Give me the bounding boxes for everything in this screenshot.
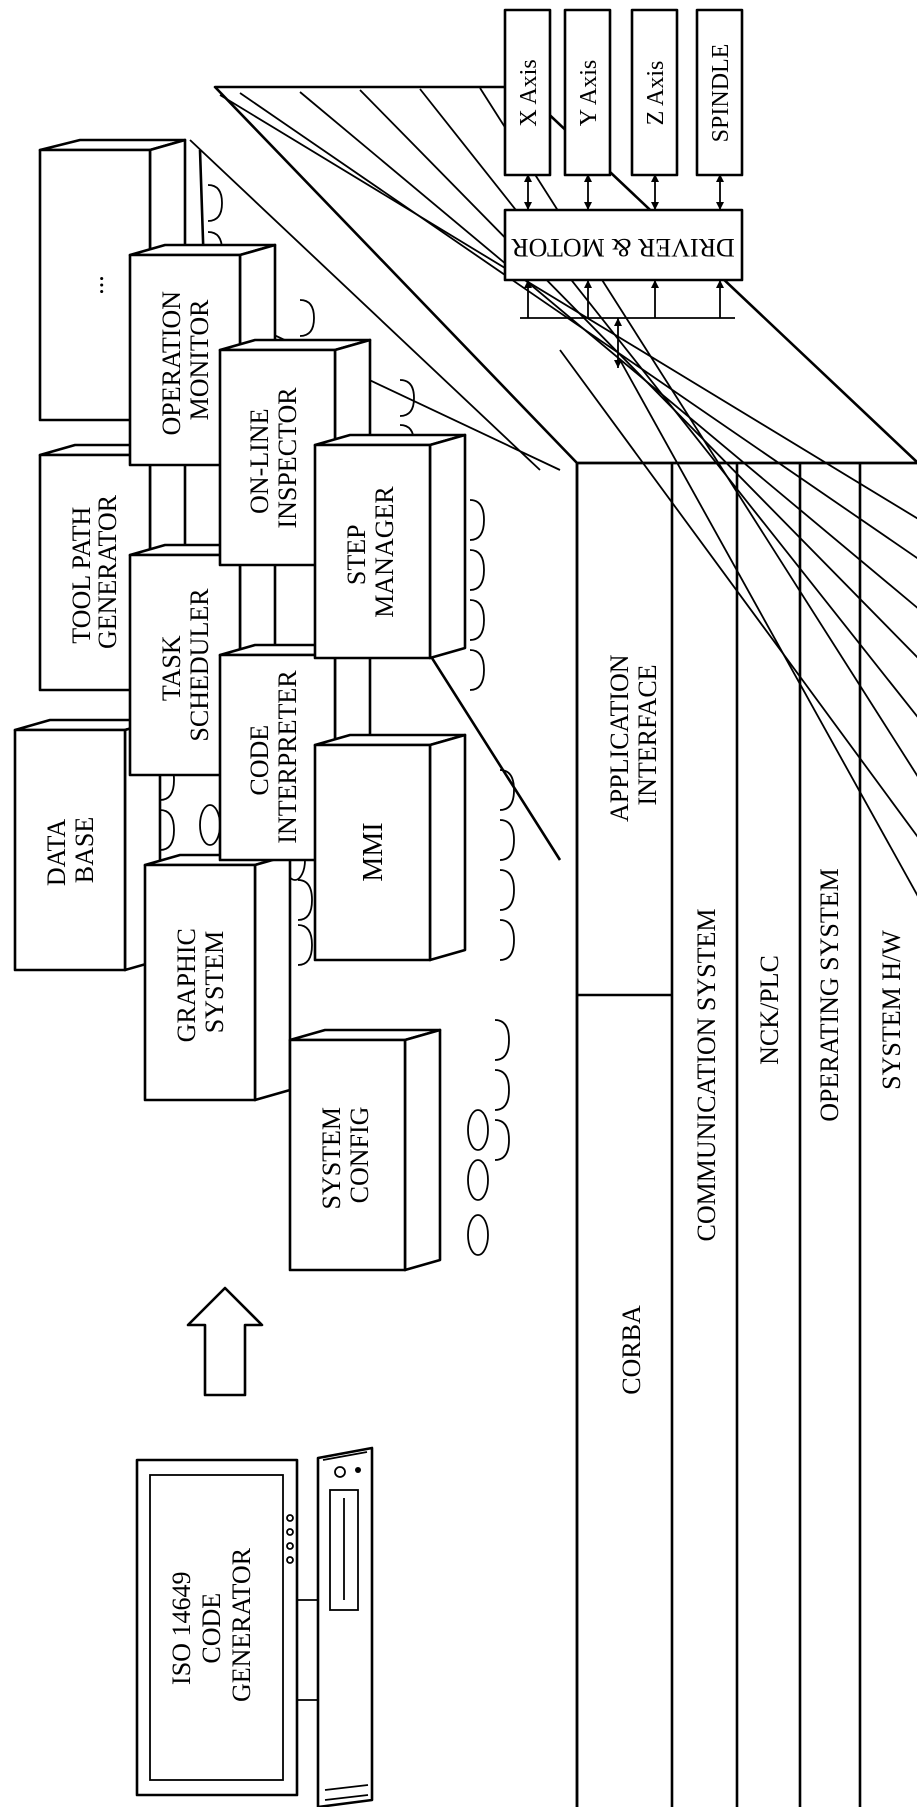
code-generator-label: ISO 14649 CODE GENERATOR — [167, 1547, 256, 1702]
system-config-label: SYSTEM CONFIG — [317, 1100, 374, 1209]
module-step-manager: STEP MANAGER — [313, 433, 467, 660]
axis-label-z: Z Axis — [643, 61, 669, 126]
step-manager-label: STEP MANAGER — [342, 486, 399, 618]
layer-communication-system: COMMUNICATION SYSTEM — [692, 909, 721, 1242]
operation-monitor-label: OPERATION MONITOR — [157, 285, 214, 436]
drive-section: X Axis Y Axis Z Axis SPINDLE DRIVER & MO… — [503, 8, 744, 368]
axis-box-spindle — [695, 8, 744, 177]
power-button-icon — [334, 1466, 346, 1478]
ellipsis-label: ... — [80, 275, 109, 295]
disk-drive-slot — [329, 1489, 359, 1611]
axis-label-spindle: SPINDLE — [708, 44, 734, 143]
code-generator-computer: ISO 14649 CODE GENERATOR — [135, 1446, 374, 1807]
module-system-config: SYSTEM CONFIG — [288, 1028, 442, 1272]
axis-label-y: Y Axis — [576, 60, 602, 126]
axis-box-x — [503, 8, 552, 177]
module-graphic-system: GRAPHIC SYSTEM — [143, 853, 292, 1102]
driver-motor-box — [503, 208, 744, 282]
upload-arrow-icon — [186, 1286, 264, 1397]
monitor-screen — [149, 1474, 284, 1781]
module-data-base: DATA BASE — [13, 718, 162, 972]
task-scheduler-label: TASK SCHEDULER — [157, 588, 214, 742]
layer-stack: CORBA APPLICATION INTERFACE COMMUNICATIO… — [575, 461, 917, 1807]
driver-bus — [520, 280, 735, 368]
code-interpreter-label: CODE INTERPRETER — [245, 670, 302, 844]
layer-operating-system: OPERATING SYSTEM — [815, 868, 844, 1122]
layer-nck-plc: NCK/PLC — [755, 955, 784, 1065]
layer-corba: CORBA — [617, 1305, 646, 1395]
mmi-label: MMI — [358, 822, 389, 881]
layer-application-interface: APPLICATION INTERFACE — [605, 648, 662, 822]
graphic-system-label: GRAPHIC SYSTEM — [172, 922, 229, 1043]
tool-path-generator-label: TOOL PATH GENERATOR — [67, 494, 122, 649]
axis-label-x: X Axis — [516, 59, 542, 126]
layer-system-hw: SYSTEM H/W — [877, 930, 906, 1090]
on-line-inspector-label: ON-LINE INSPECTOR — [245, 387, 302, 529]
data-base-label: DATA BASE — [42, 814, 99, 886]
axis-connectors — [524, 174, 724, 210]
driver-motor-label: DRIVER & MOTOR — [511, 233, 735, 262]
monitor-frame — [135, 1458, 299, 1797]
module-mmi: MMI — [313, 733, 467, 962]
